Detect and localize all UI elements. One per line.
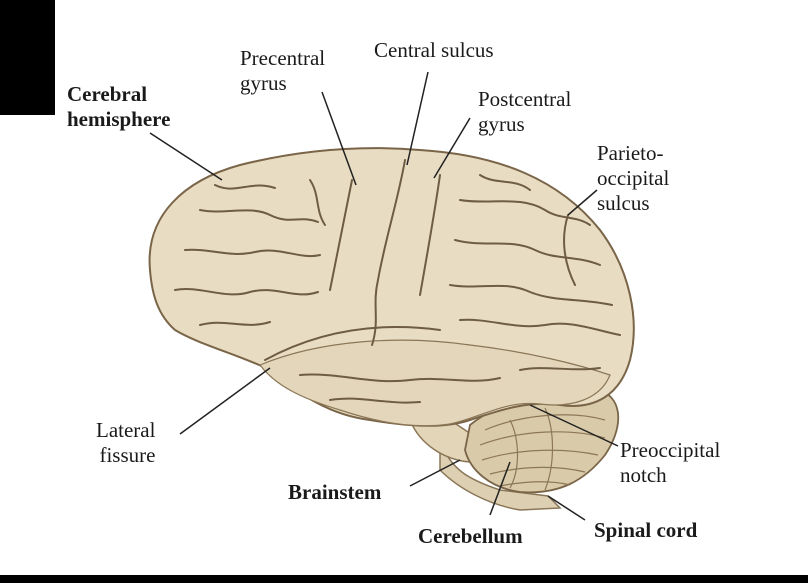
label-brainstem: Brainstem xyxy=(288,480,381,505)
label-central-sulcus: Central sulcus xyxy=(374,38,494,63)
label-parieto-occipital-sulcus: Parieto- occipital sulcus xyxy=(597,141,669,216)
label-postcentral-gyrus: Postcentral gyrus xyxy=(478,87,571,137)
label-cerebral-hemisphere: Cerebral hemisphere xyxy=(67,82,170,132)
label-lateral-fissure: Lateral fissure xyxy=(96,418,155,468)
label-spinal-cord: Spinal cord xyxy=(594,518,697,543)
leader-lateral-fissure xyxy=(180,368,270,434)
label-precentral-gyrus: Precentral gyrus xyxy=(240,46,325,96)
label-preoccipital-notch: Preoccipital notch xyxy=(620,438,720,488)
leader-cerebral-hemisphere xyxy=(150,133,222,180)
label-cerebellum: Cerebellum xyxy=(418,524,523,549)
